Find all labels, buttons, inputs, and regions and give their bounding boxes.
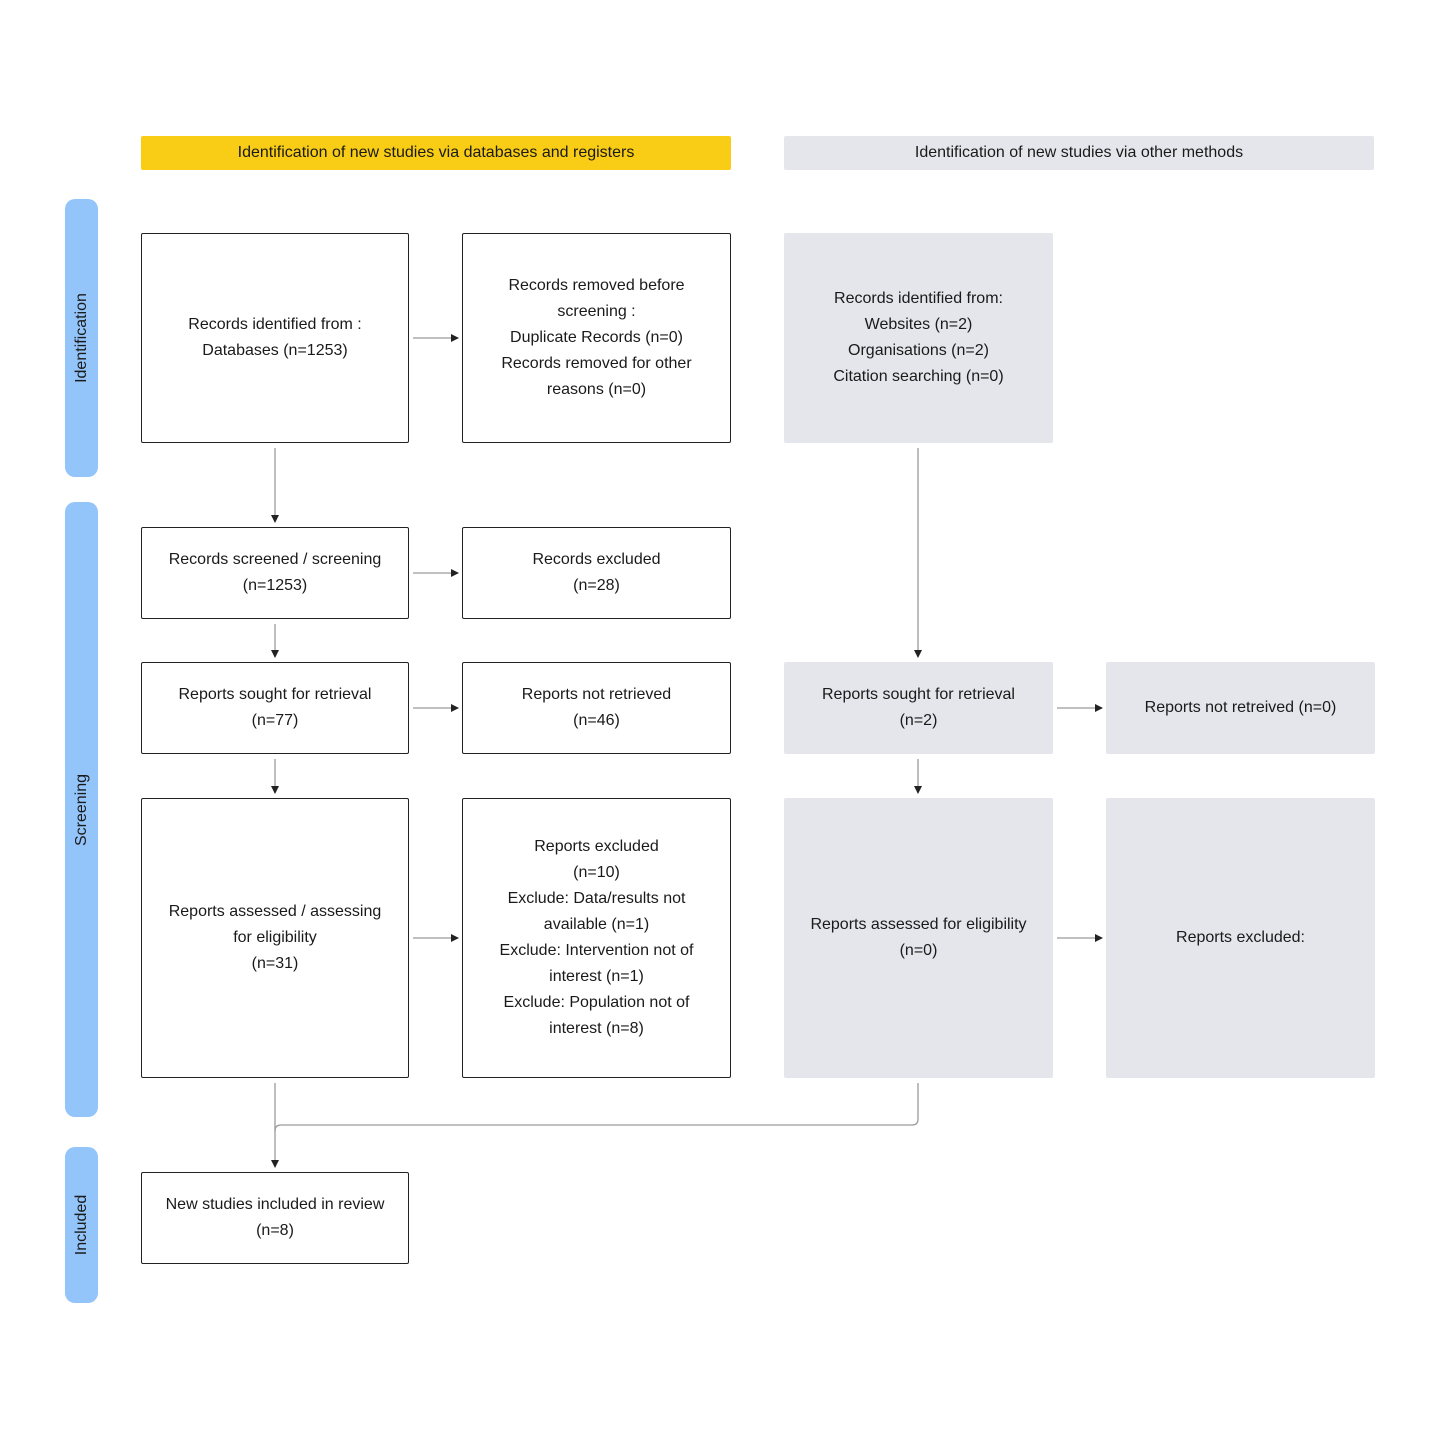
phase-screening: Screening [65, 502, 98, 1117]
box-text-line: Exclude: Population not of [503, 994, 690, 1011]
box-text-line: Reports assessed for eligibility [810, 916, 1027, 933]
box-text-line: Databases (n=1253) [202, 342, 348, 359]
box-text-line: reasons (n=0) [546, 381, 647, 398]
box-text-line: (n=77) [251, 712, 299, 729]
other-reports-assessed-box: Reports assessed for eligibility (n=0) [784, 798, 1053, 1078]
db-reports-assessed-box: Reports assessed / assessing for eligibil… [141, 798, 409, 1078]
box-text-line: (n=10) [573, 864, 620, 881]
box-text-line: Reports excluded [534, 838, 659, 855]
other-reports-excluded-box: Reports excluded: [1106, 798, 1375, 1078]
box-text-line: (n=46) [573, 712, 620, 729]
box-text-line: Exclude: Intervention not of [499, 942, 694, 959]
box-text-line: Duplicate Records (n=0) [510, 329, 683, 346]
other-methods-header: Identification of new studies via other … [784, 136, 1374, 170]
box-text-line: available (n=1) [543, 916, 650, 933]
box-text-line: Reports not retrieved [521, 686, 672, 703]
box-text-line: interest (n=1) [549, 968, 644, 985]
box-text-line: Organisations (n=2) [848, 342, 989, 359]
db-reports-excluded-box: Reports excluded (n=10) Exclude: Data/resu… [462, 798, 731, 1078]
box-text-line: Reports assessed / assessing [168, 903, 382, 920]
box-text-line: Websites (n=2) [864, 316, 973, 333]
box-text-line: Exclude: Data/results not [507, 890, 686, 907]
other-reports-not-retrieved-box: Reports not retreived (n=0) [1106, 662, 1375, 754]
other-records-identified-box: Records identified from: Websites (n=2) Or… [784, 233, 1053, 443]
box-text-line: Records identified from: [834, 290, 1003, 307]
box-text-line: (n=2) [899, 712, 938, 729]
db-records-excluded-box: Records excluded (n=28) [462, 527, 731, 619]
box-text-line: Records removed before [508, 277, 685, 294]
box-text-line: Records screened / screening [168, 551, 382, 568]
db-records-removed-box: Records removed before screening : Duplica… [462, 233, 731, 443]
phase-included: Included [65, 1147, 98, 1303]
box-text-line: Records excluded [532, 551, 661, 568]
phase-identification: Identification [65, 199, 98, 477]
box-text-line: (n=0) [899, 942, 938, 959]
box-text-line: Citation searching (n=0) [833, 368, 1004, 385]
box-text-line: Reports sought for retrieval [178, 686, 372, 703]
db-records-identified-box: Records identified from : Databases (n=12… [141, 233, 409, 443]
box-text-line: interest (n=8) [549, 1020, 644, 1037]
box-text-line: (n=31) [251, 955, 299, 972]
box-text-line: (n=28) [573, 577, 620, 594]
box-text-line: New studies included in review [165, 1196, 385, 1213]
box-text-line: Reports excluded: [1176, 929, 1305, 946]
connector-other-to-included [274, 1083, 919, 1132]
box-text-line: (n=1253) [242, 577, 308, 594]
box-text-line: for eligibility [233, 929, 317, 946]
db-records-screened-box: Records screened / screening (n=1253) [141, 527, 409, 619]
included-studies-box: New studies included in review (n=8) [141, 1172, 409, 1264]
box-text-line: Records identified from : [188, 316, 362, 333]
box-text-line: screening : [557, 303, 636, 320]
db-reports-sought-box: Reports sought for retrieval (n=77) [141, 662, 409, 754]
box-text-line: Reports sought for retrieval [822, 686, 1015, 703]
box-text-line: (n=8) [256, 1222, 294, 1239]
box-text-line: Reports not retreived (n=0) [1144, 699, 1337, 716]
databases-header: Identification of new studies via databa… [141, 136, 731, 170]
db-reports-not-retrieved-box: Reports not retrieved (n=46) [462, 662, 731, 754]
other-reports-sought-box: Reports sought for retrieval (n=2) [784, 662, 1053, 754]
box-text-line: Records removed for other [501, 355, 692, 372]
